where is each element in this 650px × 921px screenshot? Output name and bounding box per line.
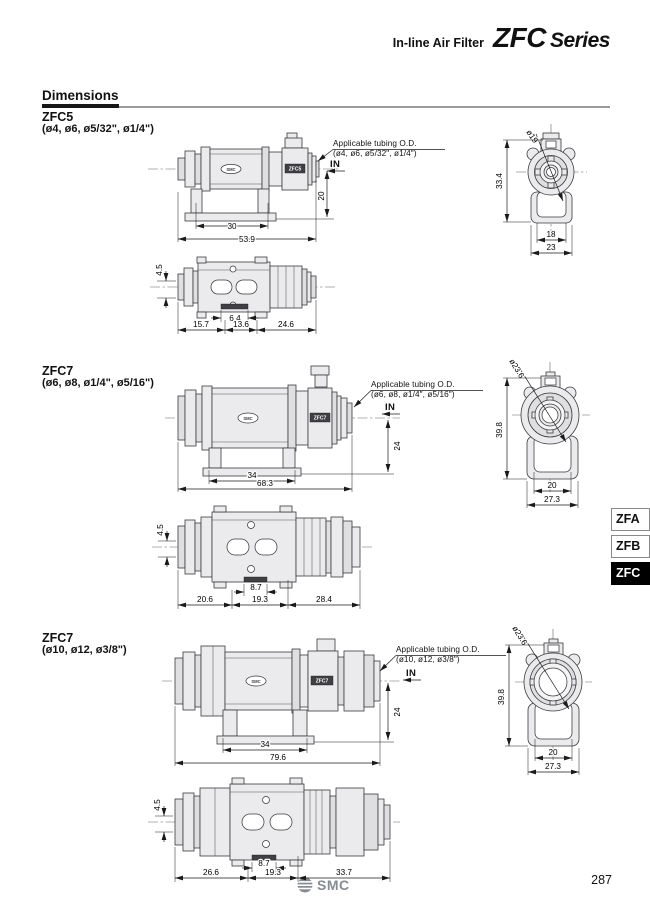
dim-front-w2: 27.3 — [544, 495, 560, 504]
smc-body-logo — [237, 412, 259, 424]
section3-sizes: (ø10, ø12, ø3/8") — [42, 644, 127, 656]
section2-model: ZFC7 — [42, 364, 74, 378]
section1-in-label: IN — [330, 159, 341, 170]
zfc5-bottom-view: 4.5 6.4 15.7 13.6 24.6 — [150, 256, 336, 334]
dim-front-height: 39.8 — [495, 422, 504, 438]
zfc5-front-view: ø19 33.4 18 23 — [494, 124, 587, 256]
dim-bottom-s1: 26.6 — [203, 868, 219, 877]
section2-in-label: IN — [385, 402, 396, 413]
dim-bottom-offset: 4.5 — [153, 799, 162, 811]
dim-bottom-s1: 15.7 — [193, 320, 209, 329]
dim-side-w2: 79.6 — [270, 753, 286, 762]
dim-bottom-s3: 33.7 — [336, 868, 352, 877]
dim-bottom-offset: 4.5 — [155, 264, 164, 276]
zfc7b-front-view: ø23.6 39.8 20 27.3 — [496, 623, 592, 775]
zfc5-side-view: SMC ZFC5 20 30 53.9 — [148, 132, 445, 245]
dim-side-w1: 30 — [227, 222, 237, 231]
dim-bottom-s3: 24.6 — [278, 320, 294, 329]
callout-sizes: (ø6, ø8, ø1/4", ø5/16") — [371, 390, 455, 399]
product-name: In-line Air Filter — [392, 36, 484, 50]
model-tag — [309, 412, 331, 423]
zfc7b-side-view: SMC ZFC7 24 34 79.6 — [162, 638, 506, 766]
dim-front-height: 39.8 — [497, 689, 506, 705]
dimensions-heading: Dimensions — [42, 88, 119, 103]
dim-bottom-s2: 19.3 — [252, 595, 268, 604]
smc-body-logo-text: SMC — [226, 167, 235, 172]
dim-side-w2: 53.9 — [239, 235, 255, 244]
tab-zfa: ZFA — [611, 508, 650, 531]
dim-bottom-s2: 13.6 — [233, 320, 249, 329]
model-tag — [310, 675, 334, 686]
dim-front-w2: 23 — [546, 243, 556, 252]
dim-front-dia: ø23.6 — [507, 357, 526, 380]
dim-bottom-s2: 19.3 — [265, 868, 281, 877]
dim-side-height: 24 — [393, 441, 402, 451]
dim-bottom-slot: 8.7 — [258, 859, 270, 868]
series-suffix: Series — [549, 29, 611, 52]
dim-front-w2: 27.3 — [545, 762, 561, 771]
smc-body-logo-text: SMC — [243, 416, 252, 421]
page-number: 287 — [591, 873, 612, 887]
dim-bottom-offset: 4.5 — [156, 524, 165, 536]
section2-callout: Applicable tubing O.D. (ø6, ø8, ø1/4", ø… — [371, 380, 455, 400]
dim-front-w1: 20 — [548, 748, 558, 757]
series-name: ZFC — [493, 22, 546, 53]
callout-title: Applicable tubing O.D. — [333, 139, 417, 148]
dim-side-height: 24 — [393, 707, 402, 717]
model-tag — [284, 163, 306, 174]
model-tag-text: ZFC7 — [316, 679, 329, 685]
dim-front-w1: 18 — [546, 230, 556, 239]
tab-zfc: ZFC — [611, 562, 650, 585]
section1-model: ZFC5 — [42, 110, 74, 124]
zfc7a-front-view: ø23.6 39.8 20 27.3 — [494, 356, 590, 508]
callout-title: Applicable tubing O.D. — [396, 645, 480, 654]
dim-bottom-slot: 8.7 — [250, 583, 262, 592]
section3-model: ZFC7 — [42, 631, 74, 645]
section3-in-label: IN — [406, 668, 417, 679]
section1-callout: Applicable tubing O.D. (ø4, ø6, ø5/32", … — [333, 139, 417, 159]
zfc7b-bottom-view: 4.5 8.7 26.6 19.3 33.7 — [148, 777, 400, 882]
smc-body-logo-text: SMC — [251, 679, 260, 684]
smc-body-logo — [245, 675, 267, 687]
dim-side-w1: 34 — [260, 740, 270, 749]
smc-logo-icon — [297, 877, 313, 893]
dim-bottom-s1: 20.6 — [197, 595, 213, 604]
heading-rule-gray — [42, 106, 610, 108]
footer-brand: SMC — [296, 875, 350, 894]
model-tag-text: ZFC7 — [314, 416, 327, 422]
dim-front-dia: ø23.6 — [510, 624, 529, 647]
section1-sizes: (ø4, ø6, ø5/32", ø1/4") — [42, 123, 154, 135]
callout-sizes: (ø10, ø12, ø3/8") — [396, 655, 460, 664]
callout-title: Applicable tubing O.D. — [371, 380, 455, 389]
brand-text: SMC — [317, 876, 350, 893]
smc-body-logo — [220, 164, 242, 174]
dim-side-w1: 34 — [247, 471, 257, 480]
dim-side-w2: 68.3 — [257, 479, 273, 488]
zfc7a-side-view: SMC ZFC7 24 34 68.3 — [165, 365, 483, 492]
heading-rule-dark — [42, 104, 119, 108]
dim-front-height: 33.4 — [495, 173, 504, 189]
tab-zfb: ZFB — [611, 535, 650, 558]
section3-callout: Applicable tubing O.D. (ø10, ø12, ø3/8") — [396, 645, 480, 665]
callout-sizes: (ø4, ø6, ø5/32", ø1/4") — [333, 149, 417, 158]
dim-front-dia: ø19 — [524, 128, 540, 145]
dim-front-w1: 20 — [547, 481, 557, 490]
section2-sizes: (ø6, ø8, ø1/4", ø5/16") — [42, 377, 154, 389]
dim-bottom-s3: 28.4 — [316, 595, 332, 604]
dim-bottom-slot: 6.4 — [229, 314, 241, 323]
zfc7a-bottom-view: 4.5 8.7 20.6 19.3 28.4 — [152, 505, 372, 609]
model-tag-text: ZFC5 — [289, 167, 302, 173]
dim-side-height: 20 — [317, 191, 326, 201]
